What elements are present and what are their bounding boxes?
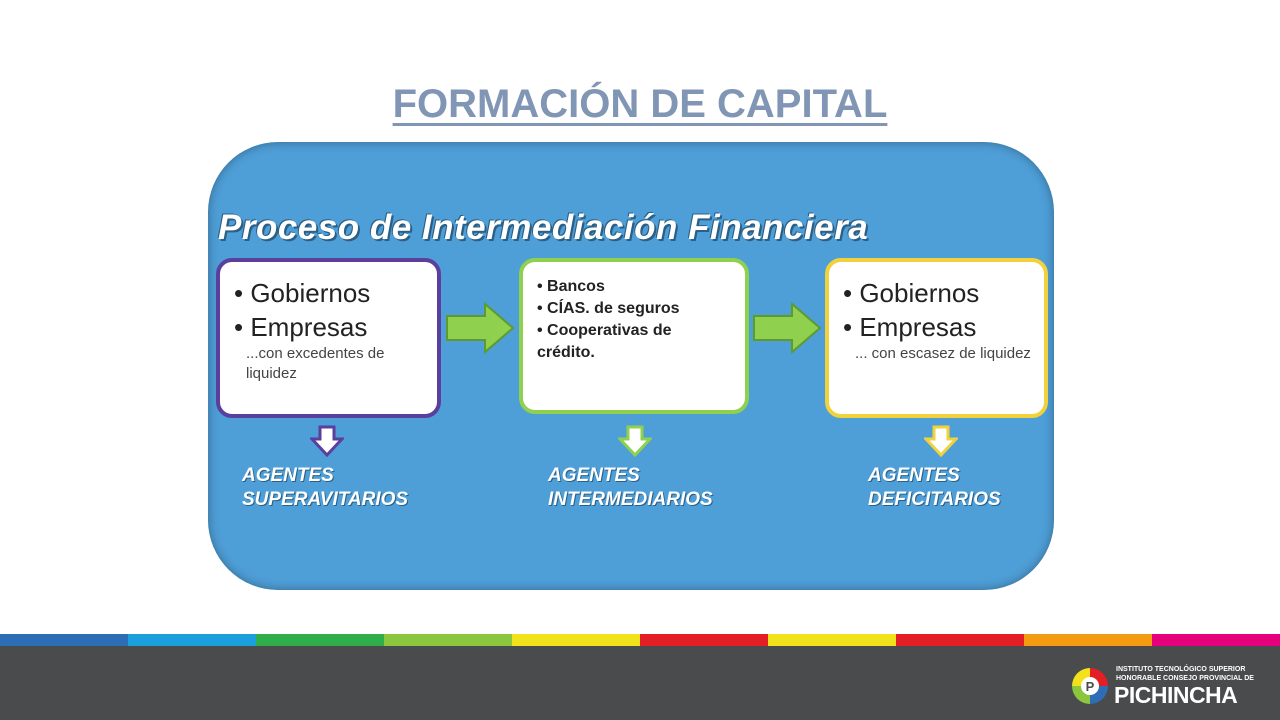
agent-label-intermediary: AGENTES INTERMEDIARIOS xyxy=(548,464,713,512)
footer-stripe xyxy=(512,634,640,646)
footer-stripe xyxy=(768,634,896,646)
box-intermediary-agents: Bancos CÍAS. de seguros Cooperativas de … xyxy=(519,258,749,414)
logo-name: PICHINCHA xyxy=(1114,682,1238,708)
agent-label-line: AGENTES xyxy=(548,465,640,486)
diagram-heading: Proceso de Intermediación Financiera xyxy=(218,208,869,247)
box-item: CÍAS. de seguros xyxy=(537,298,733,320)
footer-stripe xyxy=(1152,634,1280,646)
arrow-down-icon xyxy=(310,425,344,457)
arrow-right-icon xyxy=(446,302,515,354)
box-note: ... con escasez de liquidez xyxy=(855,345,1031,362)
footer-stripe xyxy=(384,634,512,646)
logo-mark-icon: P xyxy=(1072,668,1108,704)
box-deficit-agents: Gobiernos Empresas ... con escasez de li… xyxy=(825,258,1048,418)
logo-line-council: HONORABLE CONSEJO PROVINCIAL DE xyxy=(1116,675,1254,682)
footer-stripe xyxy=(128,634,256,646)
box-item: Gobiernos xyxy=(843,276,1032,310)
agent-label-line: INTERMEDIARIOS xyxy=(548,489,713,510)
box-item: Empresas xyxy=(234,310,425,344)
logo-line-institute: INSTITUTO TECNOLÓGICO SUPERIOR xyxy=(1116,666,1246,673)
footer-stripe xyxy=(256,634,384,646)
arrow-down-icon xyxy=(924,425,958,457)
agent-label-line: AGENTES xyxy=(242,465,334,486)
agent-label-surplus: AGENTES SUPERAVITARIOS xyxy=(242,464,408,512)
slide-title: FORMACIÓN DE CAPITAL xyxy=(392,82,888,126)
diagram-panel: Proceso de Intermediación Financiera Gob… xyxy=(208,142,1054,590)
arrow-right-icon xyxy=(753,302,822,354)
box-item: Bancos xyxy=(537,276,733,298)
institution-logo: P INSTITUTO TECNOLÓGICO SUPERIOR HONORAB… xyxy=(1070,664,1260,714)
footer-stripe xyxy=(0,634,128,646)
agent-label-line: DEFICITARIOS xyxy=(868,489,1001,510)
box-item: Gobiernos xyxy=(234,276,425,310)
agent-label-deficit: AGENTES DEFICITARIOS xyxy=(868,464,1001,512)
footer-bar xyxy=(0,646,1280,720)
footer-color-stripes xyxy=(0,634,1280,646)
agent-label-line: SUPERAVITARIOS xyxy=(242,489,409,510)
svg-text:P: P xyxy=(1086,679,1095,694)
box-note: ...con excedentes de liquidez xyxy=(246,345,385,382)
box-surplus-agents: Gobiernos Empresas ...con excedentes de … xyxy=(216,258,441,418)
footer-stripe xyxy=(1024,634,1152,646)
box-item: Cooperativas de crédito. xyxy=(537,320,733,364)
box-item: Empresas xyxy=(843,310,1032,344)
arrow-down-icon xyxy=(618,425,652,457)
footer-stripe xyxy=(896,634,1024,646)
footer-stripe xyxy=(640,634,768,646)
agent-label-line: AGENTES xyxy=(868,465,960,486)
